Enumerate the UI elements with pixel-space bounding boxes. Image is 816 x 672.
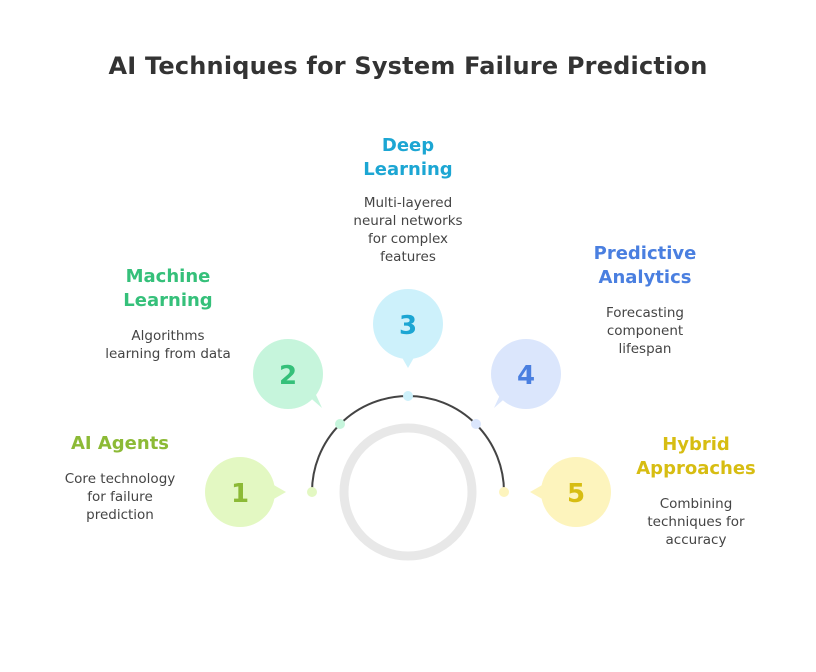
step-3-bubble bbox=[373, 289, 443, 359]
step-1-dot bbox=[307, 487, 317, 497]
step-5-pointer bbox=[530, 484, 544, 500]
step-2-dot bbox=[335, 419, 345, 429]
step-5-number: 5 bbox=[567, 479, 585, 509]
step-3-number: 3 bbox=[399, 311, 417, 341]
step-5-bubble bbox=[541, 457, 611, 527]
step-3-node: 3 bbox=[373, 289, 443, 401]
step-1-node: 1 bbox=[205, 457, 317, 527]
center-ring bbox=[339, 423, 477, 561]
step-2-node: 2 bbox=[253, 339, 345, 429]
connector-arc bbox=[311, 395, 505, 493]
diagram-title: AI Techniques for System Failure Predict… bbox=[108, 52, 708, 80]
step-5-dot bbox=[499, 487, 509, 497]
step-5-node: 5 bbox=[499, 457, 611, 527]
step-1-pointer bbox=[272, 484, 286, 500]
step-4-node: 4 bbox=[471, 339, 561, 429]
step-2-bubble bbox=[253, 339, 323, 409]
step-4-dot bbox=[471, 419, 481, 429]
step-3-dot bbox=[403, 391, 413, 401]
step-2-number: 2 bbox=[279, 361, 297, 391]
step-1-number: 1 bbox=[231, 479, 249, 509]
step-1-title: AI Agents bbox=[70, 433, 170, 454]
step-4-bubble bbox=[491, 339, 561, 409]
step-4-number: 4 bbox=[517, 361, 535, 391]
step-1-bubble bbox=[205, 457, 275, 527]
